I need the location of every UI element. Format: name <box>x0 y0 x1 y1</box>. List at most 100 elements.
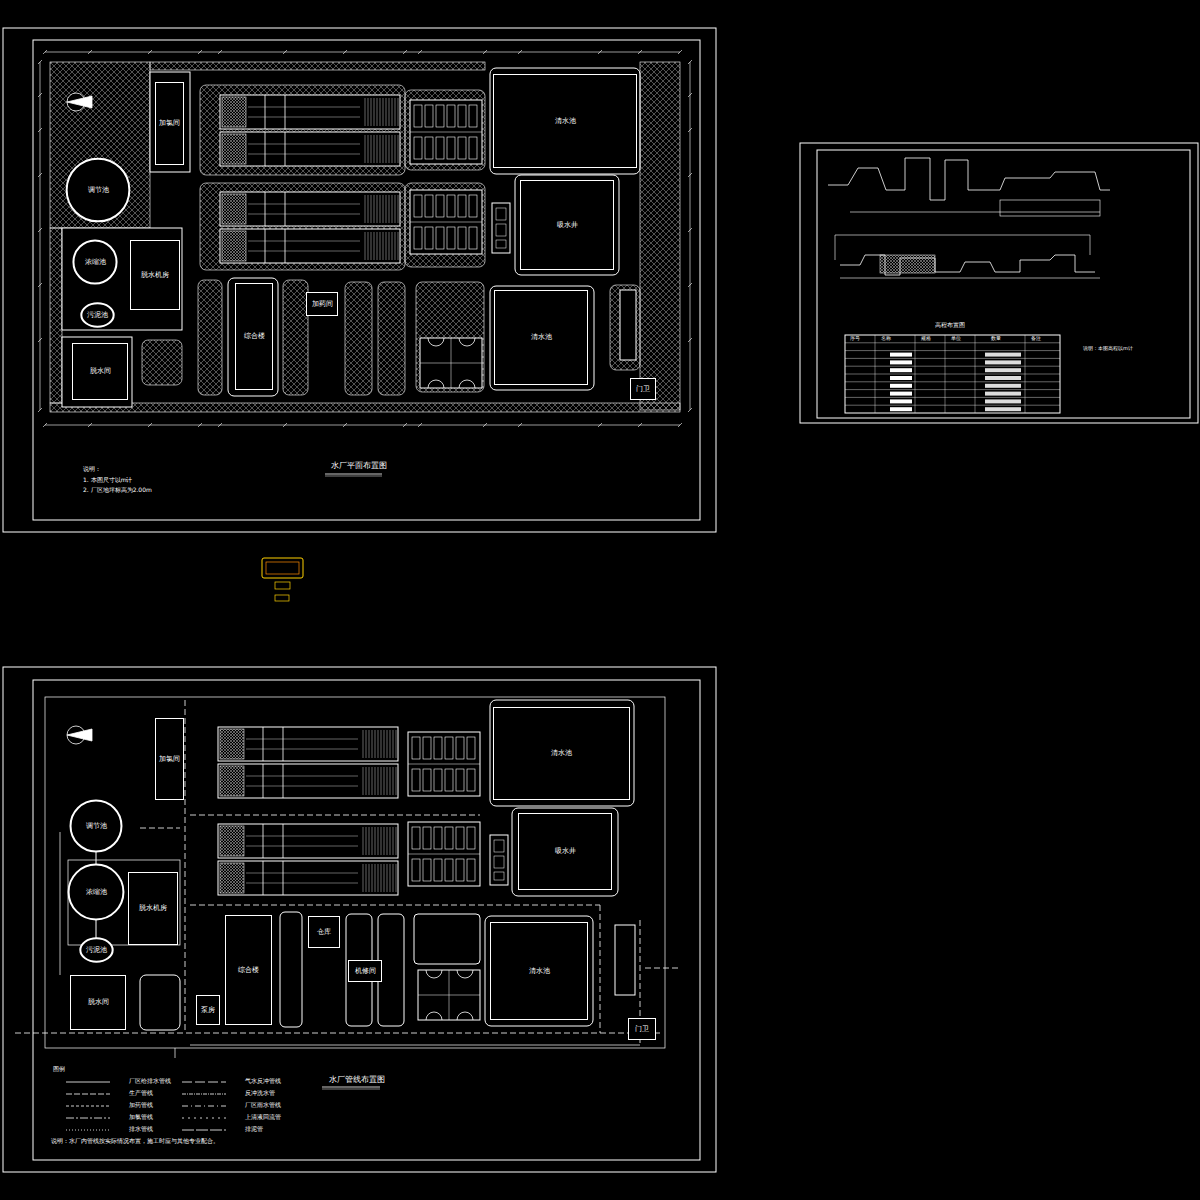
tank-wall <box>265 95 266 129</box>
filter-cell <box>445 827 453 849</box>
dimension-tick <box>88 423 92 427</box>
tank-wall <box>283 727 284 761</box>
sludge-hopper <box>383 135 384 163</box>
filter-cell <box>434 827 442 849</box>
dimension-tick <box>598 50 602 54</box>
green-area <box>405 90 485 170</box>
pipeline <box>15 1033 660 1034</box>
legend-text: 加氯管线 <box>128 1114 154 1121</box>
green-area <box>640 62 680 410</box>
sedimentation-tank <box>218 764 398 798</box>
sheet-border <box>3 28 716 532</box>
road-edge <box>414 914 480 964</box>
structure-box: 综合楼 <box>225 915 272 1025</box>
sludge-hopper <box>365 98 366 126</box>
dimension-tick <box>688 60 692 64</box>
tank-wall <box>265 192 266 226</box>
filter-cell <box>414 227 422 249</box>
dimension-tick <box>403 423 407 427</box>
table-cell: 名称 <box>880 336 892 342</box>
elevation-profile <box>840 255 1095 275</box>
sports-court <box>420 338 482 388</box>
legend-text: 排泥管 <box>244 1126 264 1133</box>
sludge-hopper <box>390 730 391 758</box>
tank-wall <box>285 95 286 129</box>
backwash-cell <box>494 840 504 852</box>
filter-block <box>408 732 480 796</box>
dimension-tick <box>343 50 347 54</box>
filter-cell <box>412 827 420 849</box>
road-edge <box>485 916 593 1026</box>
dimension-tick <box>343 423 347 427</box>
drawing-frame <box>33 40 700 520</box>
flocculation-zone <box>220 826 244 856</box>
sludge-hopper <box>369 767 370 795</box>
sludge-hopper <box>393 730 394 758</box>
note-line: 说明：本图高程以m计 <box>1082 346 1134 352</box>
sports-court <box>418 970 480 1020</box>
tag-small <box>275 595 289 601</box>
pipeline <box>60 832 61 975</box>
table-rule <box>845 374 1060 375</box>
structure-label: 吸水井 <box>556 221 579 229</box>
pipeline <box>185 700 186 1033</box>
tube-settler <box>246 749 358 750</box>
sludge-hopper <box>368 232 369 260</box>
green-area <box>200 183 405 270</box>
filter-cell <box>456 827 464 849</box>
tube-settler <box>248 241 360 242</box>
sludge-hopper <box>392 135 393 163</box>
sludge-hopper <box>393 767 394 795</box>
title-underline <box>325 476 382 477</box>
structure-box: 加氯间 <box>155 82 184 165</box>
tank-wall <box>263 861 264 895</box>
sludge-hopper <box>392 195 393 223</box>
filter-gallery <box>410 132 482 133</box>
drawing-frame <box>817 150 1190 418</box>
sludge-hopper <box>363 827 364 855</box>
tube-settler <box>246 873 358 874</box>
filter-cell <box>425 105 433 127</box>
filter-cell <box>447 137 455 159</box>
plant-boundary <box>45 697 665 1048</box>
table-cell: 单位 <box>950 336 962 342</box>
legend-text: 厂区给排水管线 <box>128 1078 172 1085</box>
dimension-tick <box>148 50 152 54</box>
dimension-tick <box>688 338 692 342</box>
legend-sample <box>182 1082 226 1083</box>
legend-sample <box>66 1118 110 1119</box>
sludge-hopper <box>398 195 399 223</box>
dimension-tick <box>418 423 422 427</box>
pipeline <box>190 905 600 906</box>
filter-gallery <box>410 222 482 223</box>
sludge-hopper <box>380 135 381 163</box>
structure-label: 加氯间 <box>158 755 181 763</box>
sludge-hopper <box>378 730 379 758</box>
sludge-hopper <box>395 98 396 126</box>
structure-label: 调节池 <box>87 186 110 194</box>
dimension-tick <box>38 283 42 287</box>
sludge-hopper <box>368 195 369 223</box>
backwash-cell <box>494 872 504 880</box>
legend-heading: 图例 <box>52 1066 66 1073</box>
filter-cell <box>425 195 433 217</box>
tube-settler <box>246 776 358 777</box>
table-cell: 序号 <box>849 336 861 342</box>
green-area <box>142 340 182 385</box>
sludge-hopper <box>365 195 366 223</box>
dimension-tick <box>688 173 692 177</box>
filter-cell <box>412 859 420 881</box>
legend-text: 加药管线 <box>128 1102 154 1109</box>
filter-cell <box>456 769 464 791</box>
dimension-tick <box>198 423 202 427</box>
table-fill <box>985 399 1021 403</box>
legend-text: 上清液回流管 <box>244 1114 282 1121</box>
sludge-hopper <box>389 195 390 223</box>
filter-cell <box>467 859 475 881</box>
legend-sample <box>66 1082 110 1083</box>
pipeline <box>190 1045 640 1046</box>
sludge-hopper <box>377 135 378 163</box>
building-site <box>150 72 190 172</box>
sludge-hopper <box>398 232 399 260</box>
